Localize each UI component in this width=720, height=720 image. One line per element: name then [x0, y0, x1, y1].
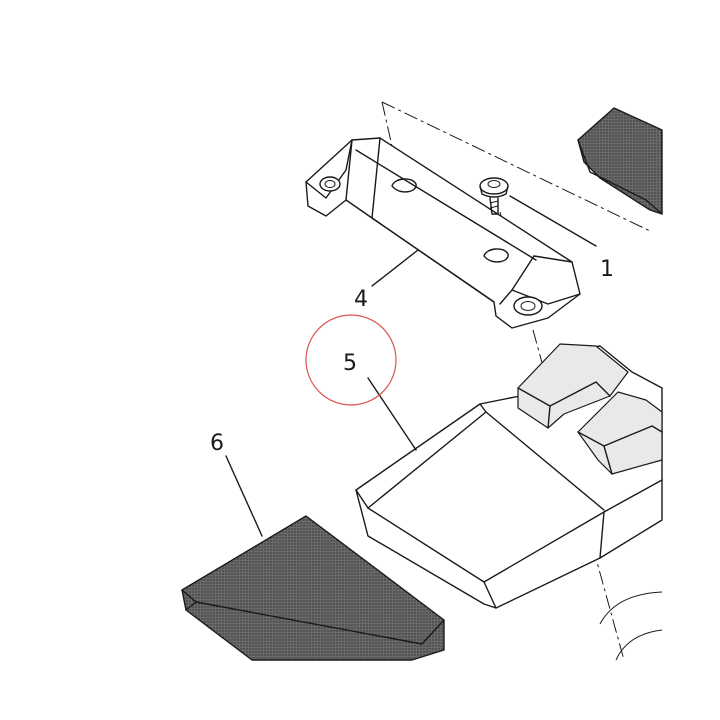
callout-5-highlight-circle: [305, 314, 397, 406]
callout-5: 5: [343, 351, 357, 376]
bracket-part-4: [305, 137, 581, 329]
leader-line-1: [509, 195, 597, 247]
screw-part-1: [479, 177, 509, 215]
callout-4: 4: [354, 287, 368, 312]
leader-line-6: [225, 455, 263, 537]
dark-cover-fragment-top: [577, 107, 663, 215]
callout-1: 1: [600, 257, 614, 282]
callout-6: 6: [210, 431, 224, 456]
leader-line-4: [371, 249, 419, 287]
leader-lines: [225, 195, 597, 537]
leader-line-5: [367, 377, 417, 451]
pad-part-6: [181, 515, 445, 661]
housing-part-5: [355, 343, 663, 661]
